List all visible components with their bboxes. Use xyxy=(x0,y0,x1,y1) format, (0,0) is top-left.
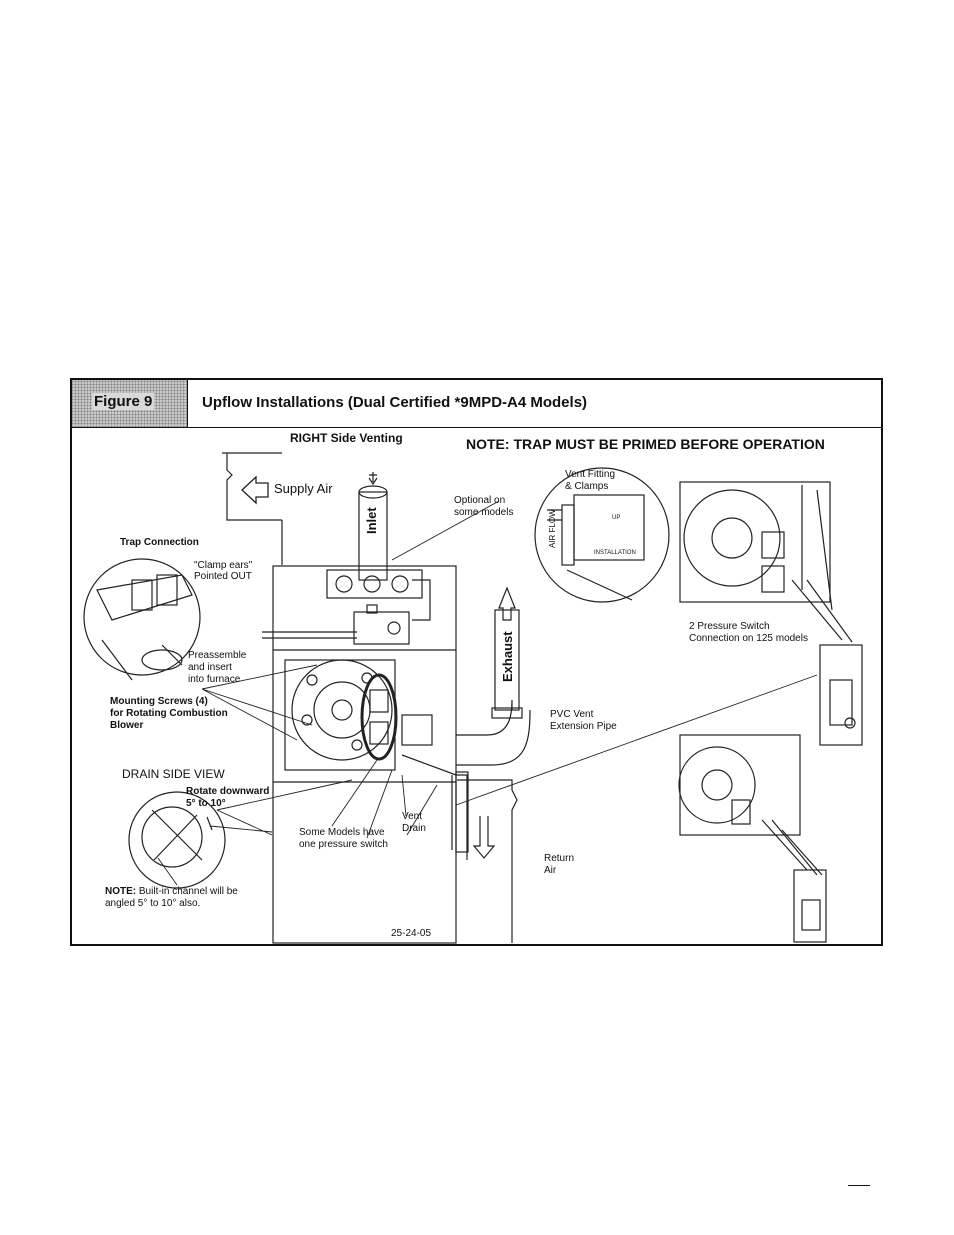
two-pressure-switch-label: 2 Pressure Switch xyxy=(689,621,770,632)
air-label: Air xyxy=(544,865,557,876)
drain-label: Drain xyxy=(402,823,426,834)
figure-label: Figure 9 xyxy=(92,393,155,410)
vent-fitting-detail xyxy=(534,467,670,603)
connection-125-label: Connection on 125 models xyxy=(689,633,808,644)
exhaust-label: Exhaust xyxy=(500,631,515,682)
return-duct xyxy=(457,779,518,943)
note-prefix: NOTE: xyxy=(105,886,137,897)
five-to-ten-label: 5° to 10° xyxy=(186,798,226,809)
clamp-ears-label: "Clamp ears" xyxy=(194,560,253,571)
return-label: Return xyxy=(544,853,575,864)
mounting-screws-label: Mounting Screws (4) xyxy=(110,696,208,707)
trap-connection-label: Trap Connection xyxy=(120,537,199,548)
furnace-cabinet xyxy=(272,565,457,944)
supply-air-label: Supply Air xyxy=(274,481,333,496)
figure-frame: Figure 9 Upflow Installations (Dual Cert… xyxy=(70,378,883,946)
blower-unit-top xyxy=(679,481,831,603)
drain-side-view-detail xyxy=(128,791,226,889)
exhaust-arrow xyxy=(498,586,516,621)
drain-side-view-label: DRAIN SIDE VIEW xyxy=(122,767,225,781)
into-furnace-label: into furnace xyxy=(188,674,241,685)
inlet-pipe xyxy=(358,491,388,581)
inlet-label: Inlet xyxy=(364,507,379,534)
optional-on-label: Optional on xyxy=(454,495,506,506)
up-label: UP xyxy=(612,515,621,521)
installation-label: INSTALLATION xyxy=(594,550,636,556)
right-side-venting-label: RIGHT Side Venting xyxy=(290,431,403,445)
builtin-channel-note: NOTE: Built-in channel will be xyxy=(105,886,238,897)
extension-pipe-label: Extension Pipe xyxy=(550,721,617,732)
some-models-label: some models xyxy=(454,507,514,518)
inlet-arrow xyxy=(368,472,378,486)
blower-label: Blower xyxy=(110,720,144,731)
and-insert-label: and insert xyxy=(188,662,232,673)
blower-unit-bottom xyxy=(679,734,801,836)
pvc-vent-label: PVC Vent xyxy=(550,709,594,720)
leader-lines xyxy=(157,500,818,886)
for-rotating-label: for Rotating Combustion xyxy=(110,708,228,719)
return-air-arrow xyxy=(472,816,496,859)
angled-label: angled 5° to 10° also. xyxy=(105,898,201,909)
rotate-downward-label: Rotate downward xyxy=(186,786,270,797)
vent-fitting-label: Vent Fitting xyxy=(565,469,616,480)
air-flow-label: AIR FLOW xyxy=(548,509,557,548)
vent-label: Vent xyxy=(402,811,423,822)
figure-title: Upflow Installations (Dual Certified *9M… xyxy=(202,394,588,411)
figure-header: Figure 9 Upflow Installations (Dual Cert… xyxy=(72,380,881,428)
pressure-switch-highlight xyxy=(360,673,398,761)
drawing-number: 25-24-05 xyxy=(391,928,432,939)
trap-note: NOTE: TRAP MUST BE PRIMED BEFORE OPERATI… xyxy=(466,436,825,452)
one-pressure-switch-label: one pressure switch xyxy=(299,839,388,850)
page-number-rule xyxy=(848,1185,870,1186)
installation-diagram xyxy=(83,452,863,944)
clamps-label: & Clamps xyxy=(565,481,609,492)
vent-elbow xyxy=(456,699,531,766)
some-models-have-label: Some Models have xyxy=(299,827,385,838)
supply-air-arrow xyxy=(241,475,269,505)
trap-connection-detail xyxy=(83,558,201,676)
note-text: Built-in channel will be xyxy=(136,886,238,897)
inducer-blower xyxy=(291,659,393,761)
supply-duct xyxy=(222,452,283,565)
figure-label-box: Figure 9 xyxy=(72,380,188,427)
preassemble-label: Preassemble xyxy=(188,650,247,661)
pointed-out-label: Pointed OUT xyxy=(194,571,252,582)
exhaust-pipe xyxy=(494,609,520,711)
